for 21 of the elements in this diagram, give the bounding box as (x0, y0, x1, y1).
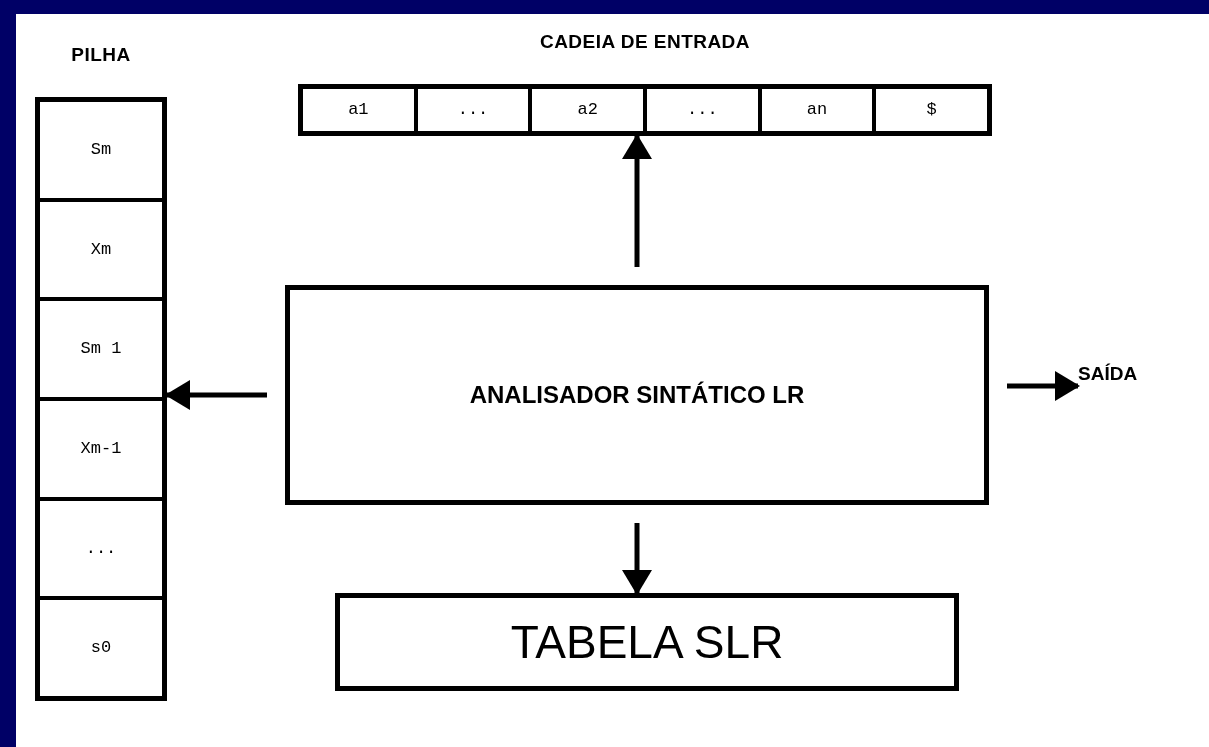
arrow (622, 523, 652, 595)
arrow (1007, 371, 1080, 401)
stack-cell: Xm (40, 197, 162, 298)
tape-cell: ... (413, 89, 529, 131)
arrow (165, 380, 267, 410)
output-label: SAÍDA (1078, 360, 1158, 388)
section-heading: PILHA (71, 45, 131, 67)
parser-box: ANALISADOR SINTÁTICO LR (285, 285, 989, 505)
section-heading: CADEIA DE ENTRADA (539, 32, 750, 54)
stack-cell: Xm-1 (40, 397, 162, 497)
table-box: TABELA SLR (335, 593, 959, 691)
arrow (622, 134, 652, 267)
stack-cell: Sm (40, 102, 162, 198)
tape-cell: a1 (303, 89, 414, 131)
tape-cell: ... (643, 89, 758, 131)
stack-cell: Sm 1 (40, 297, 162, 397)
tape-cell: a2 (528, 89, 643, 131)
stack-cell: ... (40, 496, 162, 597)
tape-cell: an (757, 89, 873, 131)
stack-cell: s0 (40, 596, 162, 697)
tape-cell: $ (872, 89, 988, 131)
